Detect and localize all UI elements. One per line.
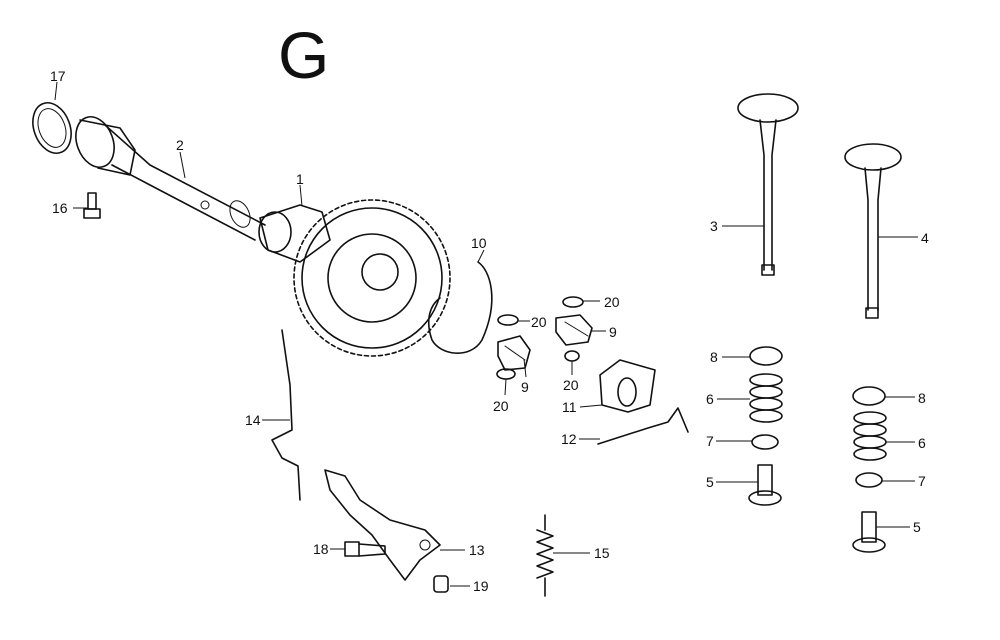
label-18: 18 [313,541,329,557]
label-3: 3 [710,218,718,234]
label-7-a: 7 [706,433,714,449]
part-2-shaft [75,116,266,241]
label-5-a: 5 [706,474,714,490]
label-9-b: 9 [521,379,529,395]
label-11: 11 [562,399,577,415]
part-19-nut [433,575,449,593]
label-10: 10 [471,235,487,251]
part-5-guide [852,511,886,553]
label-6-a: 6 [706,391,714,407]
part-9-weight [555,314,593,346]
part-17-gasket [32,102,72,154]
label-1: 1 [296,171,304,187]
part-8-retainer [749,346,783,366]
part-1-camshaft-gear [258,199,451,357]
label-2: 2 [176,137,184,153]
label-5-b: 5 [913,519,921,535]
part-7-washer [751,434,779,450]
part-8-retainer [852,386,886,406]
part-4-valve [844,143,902,319]
label-9-a: 9 [609,324,617,340]
label-19: 19 [473,578,489,594]
part-6-spring [853,411,887,461]
label-8-b: 8 [918,390,926,406]
part-10-spring [428,261,493,354]
label-20-c: 20 [563,377,579,393]
part-6-spring [749,373,783,423]
label-8-a: 8 [710,349,718,365]
label-14: 14 [245,412,261,428]
label-17: 17 [50,68,66,84]
section-letter: G [278,18,329,92]
label-20-d: 20 [493,398,509,414]
label-20-a: 20 [604,294,620,310]
part-7-washer [855,472,883,488]
part-3-valve [737,93,799,276]
part-20-washer [497,314,519,326]
part-20-washer [564,350,580,362]
label-16: 16 [52,200,68,216]
part-5-guide [748,464,782,506]
part-13-arm [324,469,441,581]
label-13: 13 [469,542,485,558]
label-20-b: 20 [531,314,547,330]
part-20-washer [562,296,584,308]
label-12: 12 [561,431,577,447]
part-9-weight [497,335,531,371]
callout-lines [54,81,918,587]
label-15: 15 [594,545,610,561]
label-4: 4 [921,230,929,246]
part-15-spring [536,514,554,597]
label-6-b: 6 [918,435,926,451]
part-12-rod [597,407,689,445]
part-14-rod [271,329,301,501]
label-7-b: 7 [918,473,926,489]
part-11-lever [599,359,656,413]
part-16-bolt [83,192,101,219]
